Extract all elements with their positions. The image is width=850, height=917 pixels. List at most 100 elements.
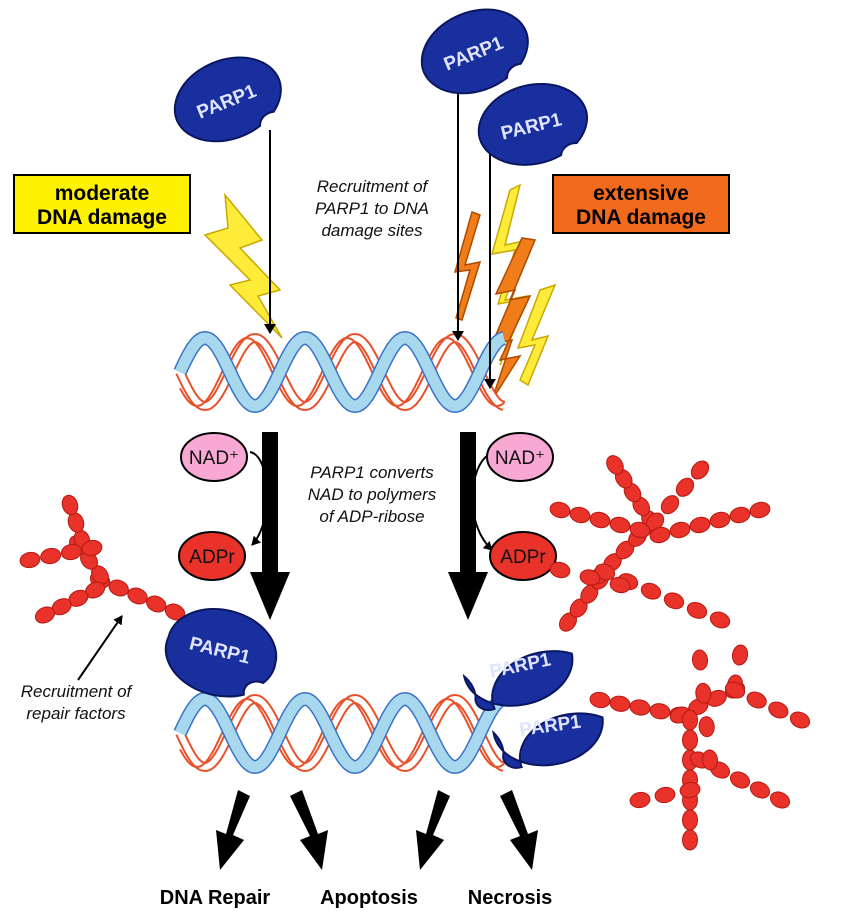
par-bead <box>589 511 611 529</box>
moderate-label-line1: moderate <box>55 182 150 205</box>
repair-caption-line2: repair factors <box>26 704 126 723</box>
nad-node <box>180 432 248 482</box>
par-bead <box>606 455 624 475</box>
conversion-caption-line3: of ADP-ribose <box>319 507 424 526</box>
recruitment-caption-line1: Recruitment of <box>317 177 430 196</box>
recruitment-caption-line2: PARP1 to DNA <box>315 199 429 218</box>
par-bead <box>789 711 811 729</box>
par-polymer-right-lower <box>589 644 811 851</box>
adpr-node <box>178 531 246 581</box>
moderate-damage-box: moderate DNA damage <box>13 174 191 234</box>
moderate-label-line2: DNA damage <box>37 206 167 229</box>
par-bead <box>701 749 719 771</box>
par-bead <box>589 691 611 709</box>
par-bead <box>689 516 711 534</box>
outcome-apoptosis: Apoptosis <box>320 887 418 909</box>
nad-node <box>486 432 554 482</box>
par-bead <box>663 592 685 610</box>
par-polymer-right-upper <box>549 455 771 632</box>
par-bead <box>629 791 651 809</box>
parp1-enzyme-top-left: PARP1 <box>173 56 282 143</box>
recruitment-caption-line3: damage sites <box>321 221 423 240</box>
par-bead <box>146 595 167 613</box>
par-bead <box>729 506 751 524</box>
dna-helix-top <box>173 331 506 413</box>
outcome-arrow-necrosis <box>500 790 538 870</box>
parp1-enzyme-bottom-right-1: PARP1 <box>462 649 574 712</box>
nad-conversion-left: NAD⁺ ADPr <box>178 432 269 581</box>
par-bead <box>81 539 103 557</box>
par-bead <box>649 703 671 720</box>
par-bead <box>34 606 56 624</box>
par-bead <box>709 511 731 529</box>
parp1-enzyme-top-right-1: PARP1 <box>420 8 529 95</box>
par-bead <box>691 649 709 671</box>
nad-conversion-right: NAD⁺ ADPr <box>471 432 557 581</box>
par-bead <box>649 526 671 544</box>
dna-strand-red-edge <box>179 337 505 407</box>
outcome-arrow-apoptosis-left <box>290 790 328 870</box>
recruitment-caption: Recruitment of PARP1 to DNA damage sites <box>315 177 430 240</box>
par-bead <box>675 477 695 497</box>
adpr-label: ADPr <box>500 547 546 568</box>
lightning-bolt-extensive-orange <box>453 211 537 401</box>
par-bead <box>686 601 708 619</box>
conversion-caption-line2: NAD to polymers <box>308 485 437 504</box>
par-bead <box>60 543 82 561</box>
par-bead <box>654 786 676 804</box>
par-bead <box>640 582 662 600</box>
par-bead <box>61 494 79 516</box>
par-polymer-left <box>19 494 186 624</box>
par-bead <box>19 551 41 569</box>
par-bead <box>682 809 698 831</box>
par-bead <box>609 576 631 594</box>
par-bead <box>682 729 698 751</box>
conversion-caption-line1: PARP1 converts <box>310 463 434 482</box>
outcome-necrosis: Necrosis <box>468 887 553 909</box>
repair-caption: Recruitment of repair factors <box>21 682 134 723</box>
repair-caption-line1: Recruitment of <box>21 682 134 701</box>
par-bead <box>569 506 591 524</box>
par-bead <box>549 561 571 579</box>
par-bead <box>682 829 698 851</box>
par-bead <box>660 495 680 515</box>
dna-strand-red-edge <box>179 698 505 768</box>
thick-arrow-left <box>250 432 290 620</box>
par-bead <box>108 579 129 597</box>
par-bead <box>698 716 715 738</box>
par-bead <box>40 547 62 565</box>
par-bead <box>609 695 631 712</box>
nad-label: NAD⁺ <box>189 448 239 469</box>
par-bead <box>579 569 601 586</box>
dna-strand-blue <box>175 693 506 773</box>
parp1-enzyme-bottom-right-2: PARP1 <box>492 711 604 769</box>
extensive-label-line1: extensive <box>593 182 689 205</box>
dna-helix-bottom <box>173 692 506 774</box>
par-bead <box>669 521 691 539</box>
repair-recruitment-arrow <box>77 615 123 681</box>
par-bead <box>724 681 746 699</box>
parp1-enzyme-bottom-left: PARP1 <box>164 607 278 698</box>
par-bead <box>729 771 751 789</box>
nad-label: NAD⁺ <box>495 448 545 469</box>
outcome-dna-repair: DNA Repair <box>160 887 271 909</box>
lightning-bolt-moderate <box>203 192 283 339</box>
par-bead <box>629 699 651 716</box>
par-bead <box>709 611 731 629</box>
par-bead <box>768 701 789 719</box>
par-bead <box>769 791 791 809</box>
par-bead <box>629 521 651 539</box>
conversion-caption: PARP1 converts NAD to polymers of ADP-ri… <box>308 463 437 526</box>
par-bead <box>749 781 771 799</box>
par-bead <box>127 587 148 605</box>
parp1-enzyme-top-right-2: PARP1 <box>477 82 588 166</box>
par-bead <box>679 781 701 799</box>
adpr-label: ADPr <box>189 547 235 568</box>
par-bead <box>746 691 767 709</box>
par-bead <box>549 501 571 519</box>
extensive-damage-box: extensive DNA damage <box>552 174 730 234</box>
outcome-arrow-apoptosis-right <box>416 790 450 870</box>
par-bead <box>609 516 631 534</box>
par-bead <box>749 501 771 519</box>
extensive-label-line2: DNA damage <box>576 206 706 229</box>
